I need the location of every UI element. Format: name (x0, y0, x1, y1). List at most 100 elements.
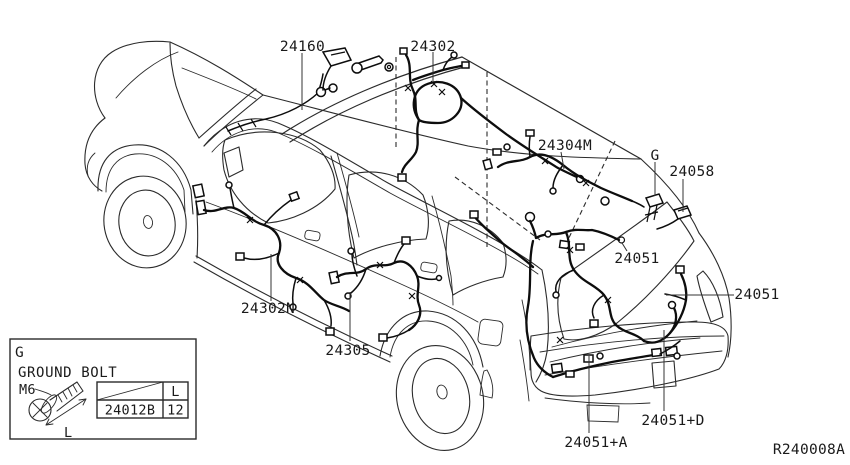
fuel-door (477, 318, 504, 347)
projection-line (454, 176, 541, 241)
branch (393, 243, 405, 264)
connector (544, 230, 552, 238)
bumper-crease (539, 335, 725, 353)
far-roof-edge (262, 94, 642, 160)
front-wheel-arch-inner (105, 153, 186, 213)
connector (565, 370, 575, 378)
rear-tire (395, 344, 485, 452)
branch (528, 136, 531, 158)
callout-24051-right[interactable]: 24051 (734, 287, 779, 303)
bumper-cap (86, 152, 96, 177)
branch (351, 253, 358, 277)
liftgate-crease (549, 337, 701, 363)
callout-24305[interactable]: 24305 (325, 343, 370, 359)
callout-24160[interactable]: 24160 (280, 39, 325, 55)
gate-top-run (528, 219, 621, 242)
connector (225, 181, 233, 189)
table-part-number[interactable]: 24012B (105, 403, 156, 419)
connector (575, 243, 585, 251)
bolt-size-label: M6 (19, 382, 36, 398)
tail (459, 96, 579, 179)
far-d-pillar (640, 158, 700, 234)
side-mirror (223, 146, 244, 178)
branch (386, 329, 410, 339)
rear-door-handle (420, 261, 438, 274)
bumper-skirt (544, 397, 651, 405)
quarter-window (445, 219, 507, 296)
pillar-down-run (525, 239, 555, 379)
diagram-code: R240008A (773, 442, 845, 458)
windshield-base (181, 67, 257, 100)
vehicle-outline (84, 40, 732, 452)
branch (263, 199, 292, 226)
bolt-dim-label: L (64, 425, 72, 441)
twig (664, 293, 687, 301)
connector (461, 61, 470, 69)
branch (400, 118, 421, 174)
connector (673, 352, 681, 360)
clip (556, 246, 612, 344)
rear-hub (436, 384, 448, 400)
trunk (202, 206, 351, 313)
clip (376, 261, 416, 300)
connector (525, 129, 535, 137)
ground-bolt-shank (644, 204, 659, 223)
door-grommet (191, 183, 206, 199)
hood-edge (94, 40, 171, 119)
clip (246, 216, 304, 284)
callout-24051-top[interactable]: 24051 (614, 251, 659, 267)
connector (675, 265, 685, 274)
connector (596, 352, 604, 360)
ring-terminal (617, 236, 626, 244)
branch (350, 268, 367, 294)
connector (401, 236, 411, 245)
bolt-size-leader (34, 388, 52, 396)
callout-g[interactable]: G (650, 148, 659, 164)
branch (229, 187, 235, 209)
callout-24051a[interactable]: 24051+A (564, 435, 627, 451)
callout-24302[interactable]: 24302 (410, 39, 455, 55)
twig (659, 340, 681, 355)
connector (549, 187, 557, 195)
branch (323, 299, 332, 327)
bolt-flange (40, 394, 58, 414)
callout-24304m[interactable]: 24304M (538, 138, 592, 154)
callout-24302n[interactable]: 24302N (241, 301, 295, 317)
table-header-l: L (171, 384, 179, 400)
cowl-line (169, 42, 200, 139)
front-door-window (222, 131, 336, 224)
connector (289, 303, 297, 311)
drip-rail-inner (211, 128, 539, 275)
table-length-value: 12 (167, 403, 184, 419)
trunk (404, 53, 421, 122)
connector (347, 247, 355, 255)
harness-24051 (524, 211, 688, 379)
callout-24051d[interactable]: 24051+D (641, 413, 704, 429)
clip (404, 80, 446, 96)
callout-24058[interactable]: 24058 (669, 164, 714, 180)
cylinder-cap (351, 62, 363, 74)
headliner-panel-edge (289, 65, 469, 143)
twig (416, 275, 437, 281)
ground-bolt-g (644, 193, 665, 223)
a-pillar (203, 94, 264, 147)
c-pillar-run (472, 214, 535, 269)
bolt-illustration: L (28, 381, 87, 441)
dim-arrowhead (45, 398, 87, 426)
branch (291, 277, 297, 305)
front-hub (142, 215, 154, 229)
connector (435, 274, 443, 282)
b-pillar (330, 155, 358, 266)
door-grommet (195, 199, 208, 216)
connector (482, 158, 494, 171)
ring-terminal (384, 62, 394, 72)
branch (554, 269, 575, 293)
c-pillar (431, 195, 454, 306)
headliner-panel-edge (461, 56, 642, 160)
leader-24051-top (621, 242, 628, 252)
ring-terminal (386, 64, 392, 70)
connector (399, 47, 408, 55)
clip (225, 118, 257, 136)
leader-24304m (560, 151, 565, 170)
